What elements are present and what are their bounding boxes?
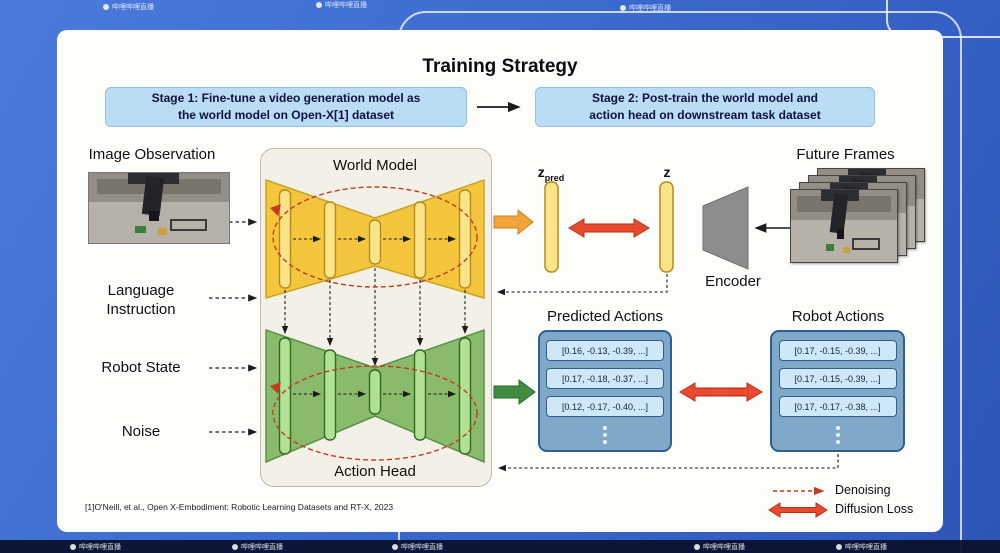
watermark: 哔哩哔哩直播	[392, 542, 443, 552]
watermark: 哔哩哔哩直播	[232, 542, 283, 552]
input-arrows	[209, 218, 258, 436]
watermark-text: 哔哩哔哩直播	[629, 5, 671, 12]
actions-return-connector	[497, 454, 839, 472]
label-action-head: Action Head	[334, 463, 416, 480]
predicted-actions-panel: [0.16, -0.13, -0.39, ...] [0.17, -0.18, …	[538, 330, 672, 452]
stage1-box: Stage 1: Fine-tune a video generation mo…	[105, 87, 467, 127]
model-container	[260, 148, 492, 487]
watermark-text: 哔哩哔哩直播	[325, 2, 367, 9]
watermark-icon	[836, 544, 842, 550]
watermark: 哔哩哔哩直播	[620, 3, 671, 13]
predicted-action-row: [0.17, -0.18, -0.37, ...]	[546, 368, 664, 389]
encoder-shape	[702, 186, 749, 270]
diffusion-loss-arrow-latent	[568, 218, 650, 238]
robot-action-row: [0.17, -0.15, -0.39, ...]	[778, 340, 897, 361]
zpred-base: z	[537, 164, 545, 180]
footnote: [1]O'Neill, et al., Open X-Embodiment: R…	[85, 502, 394, 512]
image-observation-photo	[88, 172, 230, 244]
label-image-observation: Image Observation	[88, 146, 216, 163]
watermark-text: 哔哩哔哩直播	[241, 544, 283, 551]
predicted-action-row: [0.12, -0.17, -0.40, ...]	[546, 396, 664, 417]
zpred-sub: pred	[544, 172, 565, 183]
robot-actions-panel: [0.17, -0.15, -0.39, ...] [0.17, -0.15, …	[770, 330, 905, 452]
watermark: 哔哩哔哩直播	[70, 542, 121, 552]
background-decoration	[886, 0, 1000, 38]
watermark-text: 哔哩哔哩直播	[79, 544, 121, 551]
stage2-box: Stage 2: Post-train the world model and …	[535, 87, 875, 127]
watermark-icon	[103, 4, 109, 10]
future-frame-front	[790, 189, 898, 263]
legend-denoising-label: Denoising	[835, 483, 891, 497]
robot-action-row: [0.17, -0.15, -0.39, ...]	[778, 368, 897, 389]
label-world-model: World Model	[333, 157, 417, 174]
world-output-arrow	[493, 208, 534, 236]
watermark-text: 哔哩哔哩直播	[845, 544, 887, 551]
robot-photo-art	[89, 173, 229, 243]
robot-action-row: [0.17, -0.17, -0.38, ...]	[778, 396, 897, 417]
legend-diffusion-label: Diffusion Loss	[835, 502, 914, 516]
zpred-latent-bar	[544, 181, 559, 273]
label-noise: Noise	[121, 423, 161, 440]
predicted-action-row: [0.16, -0.13, -0.39, ...]	[546, 340, 664, 361]
watermark-text: 哔哩哔哩直播	[703, 544, 745, 551]
watermark-text: 哔哩哔哩直播	[112, 4, 154, 11]
label-predicted-actions: Predicted Actions	[547, 308, 663, 325]
action-output-arrow	[493, 379, 536, 405]
watermark: 哔哩哔哩直播	[836, 542, 887, 552]
label-robot-state: Robot State	[101, 359, 181, 376]
watermark-icon	[620, 5, 626, 11]
ellipsis-dots	[603, 426, 607, 444]
bottom-bar: 哔哩哔哩直播 哔哩哔哩直播 哔哩哔哩直播 哔哩哔哩直播 哔哩哔哩直播	[0, 540, 1000, 553]
watermark-text: 哔哩哔哩直播	[401, 544, 443, 551]
legend-diffusion-arrow	[768, 502, 828, 518]
watermark: 哔哩哔哩直播	[103, 2, 154, 12]
slide-title: Training Strategy	[422, 56, 578, 77]
diffusion-loss-arrow-actions	[679, 382, 763, 402]
watermark: 哔哩哔哩直播	[694, 542, 745, 552]
label-future-frames: Future Frames	[796, 146, 895, 163]
z-return-connector	[496, 274, 668, 296]
slide-card: Training Strategy Stage 1: Fine-tune a v…	[57, 30, 943, 532]
z-latent-bar	[659, 181, 674, 273]
watermark-icon	[316, 2, 322, 8]
label-robot-actions: Robot Actions	[791, 308, 885, 325]
watermark-icon	[694, 544, 700, 550]
watermark: 哔哩哔哩直播	[316, 0, 367, 10]
watermark-icon	[232, 544, 238, 550]
label-language-instruction: Language Instruction	[106, 282, 176, 318]
label-encoder: Encoder	[705, 273, 761, 290]
label-zpred: zpred	[525, 164, 577, 184]
watermark-icon	[392, 544, 398, 550]
ellipsis-dots	[835, 426, 840, 444]
label-z: z	[663, 164, 671, 180]
watermark-icon	[70, 544, 76, 550]
